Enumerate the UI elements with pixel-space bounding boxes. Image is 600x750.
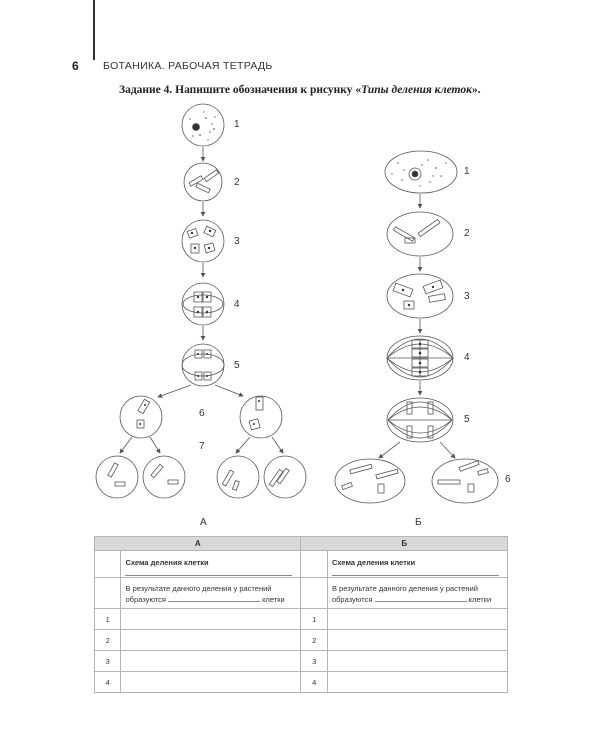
left-cell-7c [216, 455, 260, 499]
result-a-line1: В результате данного деления у растений [125, 583, 272, 593]
result-b-suffix: клетки [468, 594, 492, 604]
left-cell-4 [181, 282, 225, 326]
right-cell-6b [431, 458, 499, 504]
table-row: 3 3 [93, 650, 509, 672]
answer-cell-b[interactable] [326, 608, 509, 630]
right-cell-2 [386, 211, 454, 257]
left-stage-1: 1 [234, 119, 240, 130]
answer-cell-a[interactable] [120, 629, 302, 651]
right-cell-3 [386, 273, 454, 319]
answer-table: А Б Схема деления клетки Схема деления к… [93, 536, 509, 693]
right-cell-5 [386, 397, 454, 443]
right-stage-5: 5 [464, 414, 470, 425]
answer-cell-a[interactable] [120, 608, 302, 630]
table-header-row: А Б [93, 536, 508, 551]
result-b-answer-line[interactable] [374, 594, 467, 602]
result-a-prefix: образуются [125, 594, 166, 604]
answer-cell-b[interactable] [326, 650, 509, 672]
right-cell-6a [334, 458, 406, 504]
schema-b-answer-line[interactable] [331, 569, 499, 576]
column-a-header: А [93, 536, 302, 551]
task-title: Задание 4. Напишите обозначения к рисунк… [119, 84, 481, 96]
schema-b-cell[interactable]: Схема деления клетки [326, 550, 509, 578]
left-stage-4: 4 [234, 299, 240, 310]
left-cell-6a [119, 395, 163, 439]
result-a-suffix: клетки [262, 594, 285, 604]
table-row: 4 4 [93, 671, 509, 693]
left-stage-5: 5 [234, 360, 240, 371]
row-number-b: 2 [300, 629, 328, 651]
right-stage-4: 4 [464, 352, 470, 363]
result-a-answer-line[interactable] [168, 594, 261, 602]
row-number-b: 3 [300, 650, 328, 672]
left-stage-7: 7 [199, 441, 205, 452]
right-cell-4 [386, 335, 454, 381]
answer-cell-b[interactable] [326, 629, 509, 651]
row-number-a: 4 [93, 671, 122, 693]
left-cell-7b [142, 455, 186, 499]
left-cell-5 [181, 343, 225, 387]
right-stage-2: 2 [464, 228, 470, 239]
margin-rule [93, 0, 95, 60]
schema-b-label: Схема деления клетки [331, 557, 416, 567]
answer-cell-b[interactable] [326, 671, 509, 693]
right-cell-1 [384, 150, 458, 194]
task-title-suffix: ». [471, 84, 481, 96]
left-cell-7a [95, 455, 139, 499]
task-title-italic: Типы деления клеток [361, 84, 472, 96]
left-cell-1 [181, 103, 225, 147]
right-stage-1: 1 [464, 166, 470, 177]
left-cell-2 [183, 162, 223, 202]
right-stage-3: 3 [464, 291, 470, 302]
right-stage-6: 6 [505, 474, 511, 485]
table-row: 2 2 [93, 629, 509, 651]
figure-label-b: Б [415, 517, 422, 528]
schema-a-cell[interactable]: Схема деления клетки [120, 550, 302, 578]
row-number-a: 1 [93, 608, 122, 630]
answer-cell-a[interactable] [120, 650, 302, 672]
left-cell-7d [263, 455, 307, 499]
schema-row: Схема деления клетки Схема деления клетк… [93, 550, 509, 578]
left-stage-2: 2 [234, 177, 240, 188]
column-b-header: Б [300, 536, 508, 551]
page-number: 6 [72, 59, 79, 73]
left-stage-3: 3 [234, 236, 240, 247]
result-b-prefix: образуются [331, 594, 373, 604]
answer-cell-a[interactable] [120, 671, 302, 693]
left-cell-6b [239, 395, 283, 439]
running-title: БОТАНИКА. РАБОЧАЯ ТЕТРАДЬ [103, 60, 273, 72]
cell-division-figure [95, 103, 499, 504]
left-cell-3 [181, 219, 225, 263]
table-row: 1 1 [93, 608, 509, 630]
schema-a-answer-line[interactable] [125, 569, 293, 576]
row-number-a: 2 [93, 629, 122, 651]
figure-label-a: А [200, 517, 207, 528]
schema-a-label: Схема деления клетки [125, 557, 209, 567]
row-number-b: 1 [300, 608, 328, 630]
row-number-a: 3 [93, 650, 122, 672]
row-number-b: 4 [300, 671, 328, 693]
left-stage-6: 6 [199, 408, 205, 419]
result-b-line1: В результате данного деления у растений [331, 583, 478, 593]
task-title-prefix: Задание 4. Напишите обозначения к рисунк… [119, 84, 362, 96]
